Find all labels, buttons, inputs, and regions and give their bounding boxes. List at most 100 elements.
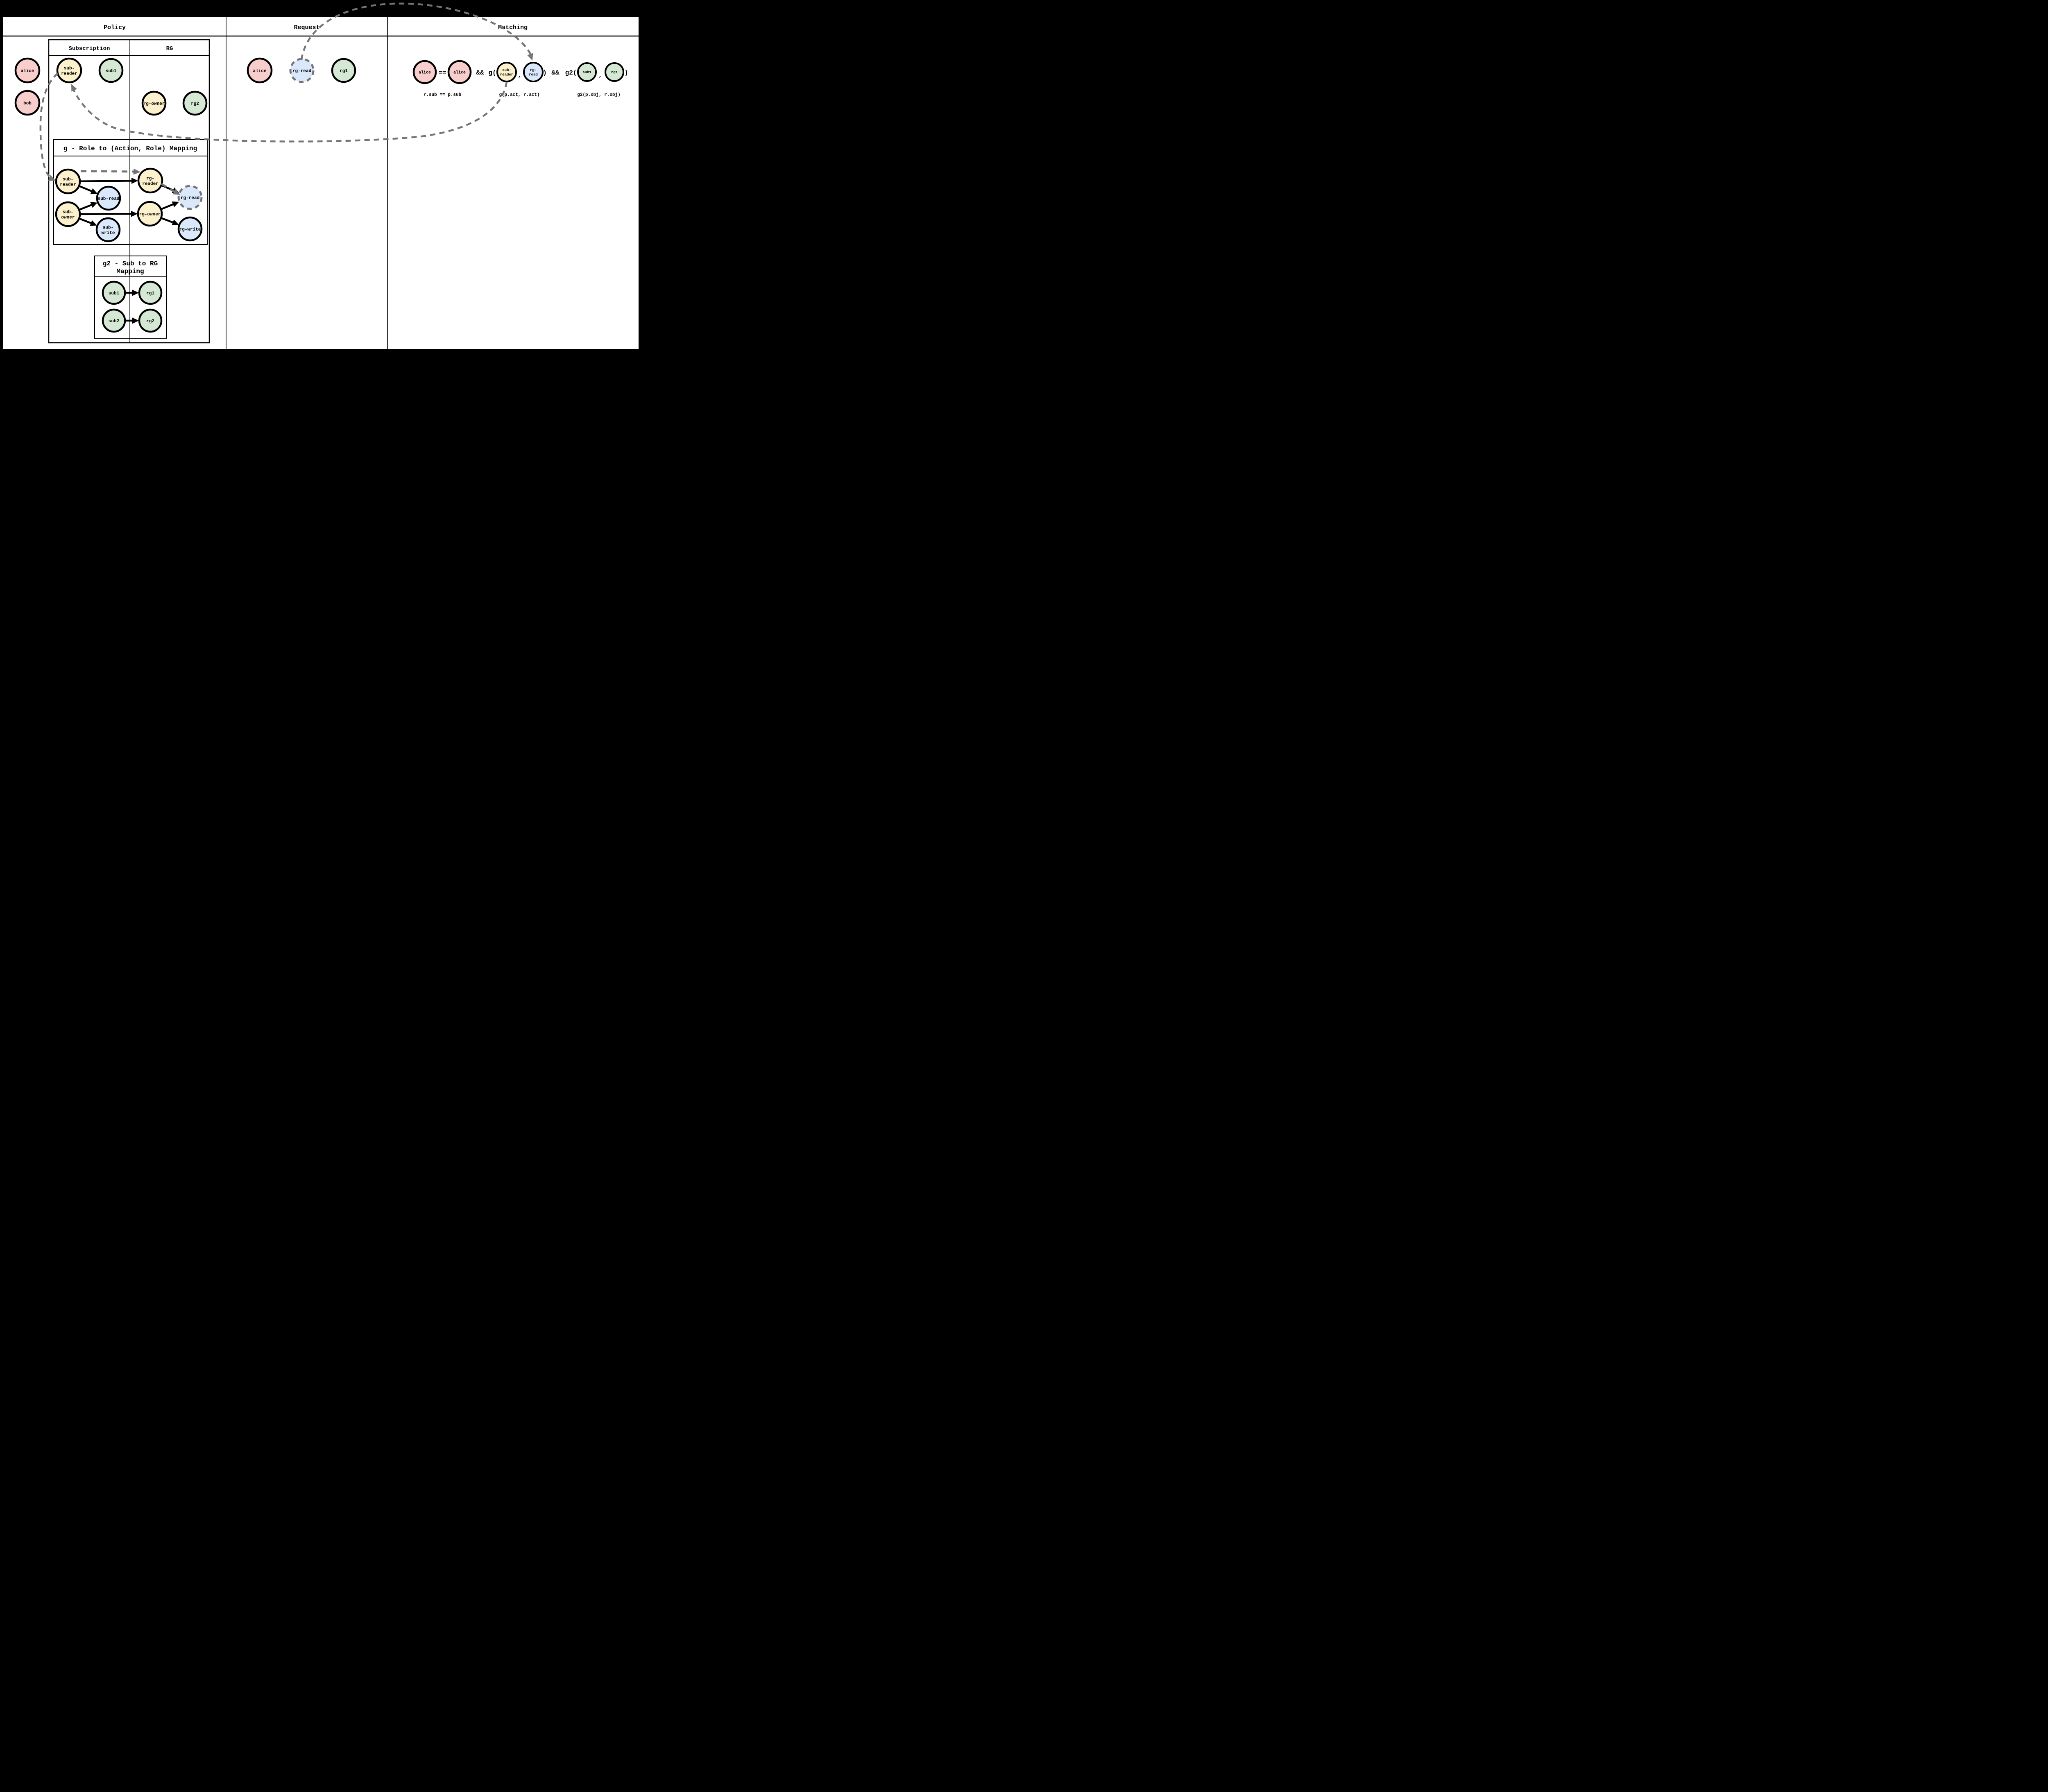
node-req-alice: alice bbox=[247, 57, 273, 84]
dashed-link-path bbox=[80, 170, 135, 173]
arrowhead-icon bbox=[172, 201, 179, 207]
node-g-sub-owner: sub-owner bbox=[55, 201, 81, 227]
g-mapping-box-border bbox=[53, 139, 208, 245]
dashed-link-req-rg-read-to-m-rg-read bbox=[300, 2, 533, 61]
node-label-g-sub-write: write bbox=[101, 231, 115, 235]
node-g-rg-reader: rg-reader bbox=[137, 167, 163, 194]
dashed-link-path bbox=[71, 81, 508, 143]
dashed-arrowhead-icon bbox=[133, 168, 140, 175]
node-label-g-sub-reader: sub- bbox=[63, 177, 73, 182]
node-label-g2-sub1: sub1 bbox=[109, 291, 120, 296]
node-label-g-sub-owner: owner bbox=[61, 215, 75, 220]
node-g2-sub2: sub2 bbox=[102, 308, 126, 333]
node-label-g-sub-reader: reader bbox=[60, 182, 76, 187]
node-label-m-alice-r: alice bbox=[419, 70, 431, 75]
edge-g-rg-owner-to-g-rg-read bbox=[161, 201, 179, 210]
node-label-m-alice-p: alice bbox=[453, 70, 466, 75]
node-req-rg1: rg1 bbox=[331, 58, 356, 83]
matching-operator-3: , bbox=[518, 71, 522, 79]
node-g-sub-reader: sub-reader bbox=[55, 168, 81, 195]
node-g-rg-write: rg-write bbox=[177, 216, 203, 242]
node-label-req-alice: alice bbox=[253, 69, 266, 74]
g2-mapping-title-line1: g2 - Sub to RG bbox=[103, 260, 158, 267]
dashed-link-path bbox=[300, 2, 533, 60]
node-label-g2-rg2: rg2 bbox=[146, 319, 154, 324]
panel-title-policy: Policy bbox=[104, 24, 126, 31]
dashed-link-path bbox=[161, 183, 177, 194]
arrowhead-icon bbox=[132, 290, 139, 296]
dashed-arrowhead-icon bbox=[48, 175, 56, 181]
edges-layer bbox=[79, 177, 179, 324]
diagram-canvas: Policy Request Matching Subscription RG … bbox=[0, 0, 642, 353]
g2-mapping-box: g2 - Sub to RG Mapping bbox=[94, 256, 167, 339]
node-label-policy-sub-reader: sub- bbox=[64, 66, 75, 71]
matching-sublabel-0: r.sub == p.sub bbox=[424, 93, 462, 97]
dashed-arrowhead-icon bbox=[71, 84, 77, 92]
node-label-g-rg-reader: reader bbox=[142, 181, 159, 186]
node-label-policy-sub-reader: reader bbox=[61, 71, 77, 76]
matching-operator-2: g( bbox=[488, 69, 496, 77]
edge-line bbox=[79, 185, 93, 193]
node-label-m-sub-reader: reader bbox=[500, 73, 513, 77]
node-label-g-sub-owner: sub- bbox=[63, 210, 73, 215]
dashed-arrowhead-icon bbox=[172, 189, 180, 195]
arrowhead-icon bbox=[172, 219, 179, 226]
matching-operator-4: ) bbox=[543, 69, 547, 77]
white-canvas bbox=[3, 17, 639, 349]
node-label-policy-rg-owner: rg-owner bbox=[143, 102, 165, 106]
node-label-g-rg-read: rg-read bbox=[181, 196, 199, 201]
g-mapping-box: g - Role to (Action, Role) Mapping bbox=[53, 139, 208, 245]
node-req-rg-read: rg-read bbox=[289, 58, 315, 83]
edge-g2-sub2-to-g2-rg2 bbox=[125, 317, 139, 324]
node-m-rg-read: rg-read bbox=[523, 62, 544, 82]
edge-line bbox=[79, 203, 93, 211]
arrowhead-icon bbox=[131, 177, 138, 184]
node-g2-sub1: sub1 bbox=[102, 281, 126, 305]
dashed-arrowhead-icon bbox=[527, 53, 533, 61]
matching-operator-0: == bbox=[438, 69, 446, 77]
g2-mapping-title-line2: Mapping bbox=[116, 268, 144, 275]
panel-title-request: Request bbox=[294, 24, 319, 31]
edge-g-sub-reader-to-g-sub-read bbox=[79, 185, 98, 194]
node-label-policy-alice: alice bbox=[20, 69, 34, 74]
edge-line bbox=[161, 217, 175, 224]
node-label-policy-rg2: rg2 bbox=[191, 102, 199, 106]
node-policy-alice: alice bbox=[14, 57, 41, 84]
node-label-req-rg1: rg1 bbox=[340, 69, 348, 74]
node-g-sub-write: sub-write bbox=[95, 217, 121, 242]
policy-table-border bbox=[48, 39, 210, 344]
edge-g-rg-owner-to-g-rg-write bbox=[161, 217, 179, 226]
node-label-policy-bob: bob bbox=[23, 101, 32, 106]
node-m-alice-r: alice bbox=[412, 60, 437, 84]
arrowhead-icon bbox=[90, 202, 98, 208]
node-label-req-rg-read: rg-read bbox=[292, 69, 311, 74]
edge-g-sub-owner-to-g-sub-read bbox=[79, 202, 98, 211]
node-label-g-sub-write: sub- bbox=[103, 225, 113, 230]
matching-operator-7: , bbox=[598, 71, 603, 79]
matching-operator-1: && bbox=[476, 69, 484, 77]
node-policy-rg2: rg2 bbox=[182, 91, 208, 116]
column-header-rg: RG bbox=[166, 45, 173, 52]
node-label-g2-rg1: rg1 bbox=[146, 291, 154, 296]
node-g2-rg1: rg1 bbox=[138, 281, 163, 305]
node-label-m-sub-reader: sub- bbox=[502, 68, 511, 72]
dashed-link-policy-sub-reader-to-g-sub-reader bbox=[39, 72, 59, 181]
node-label-g2-sub2: sub2 bbox=[109, 319, 119, 324]
edge-line bbox=[79, 217, 93, 225]
nodes-layer: alice bob sub-reader sub1 rg-owner rg2 sub-rea… bbox=[14, 57, 624, 333]
node-label-g-rg-write: rg-write bbox=[179, 227, 201, 232]
node-label-m-rg-read: rg- bbox=[530, 68, 537, 72]
dashed-link-g-sub-reader-to-g-rg-reader bbox=[80, 168, 140, 175]
node-label-m-sub1: sub1 bbox=[582, 70, 591, 75]
node-policy-sub1: sub1 bbox=[98, 58, 124, 83]
matching-operator-5: && bbox=[551, 69, 560, 77]
node-m-alice-p: alice bbox=[447, 60, 472, 84]
dashed-layer bbox=[39, 2, 533, 195]
g2-mapping-box-border bbox=[94, 256, 167, 339]
edge-g-sub-owner-to-g-rg-owner bbox=[80, 210, 138, 217]
node-label-m-rg-read: read bbox=[529, 73, 538, 77]
arrowhead-icon bbox=[90, 220, 97, 226]
edge-g-sub-owner-to-g-sub-write bbox=[79, 217, 97, 226]
node-g2-rg2: rg2 bbox=[138, 308, 163, 333]
node-label-g-sub-read: sub-read bbox=[98, 197, 120, 201]
